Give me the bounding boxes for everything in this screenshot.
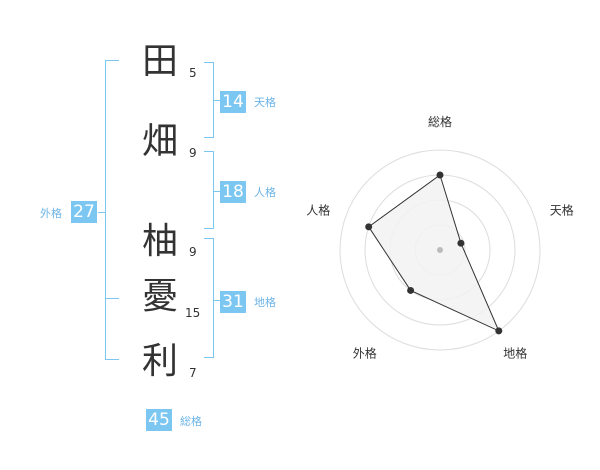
radar-point-3 — [495, 327, 503, 335]
radar-point-1 — [436, 171, 444, 179]
name-char-2: 畑 — [141, 121, 178, 162]
stroke-count-5: 7 — [189, 366, 197, 380]
tenkaku-label: 天格 — [254, 96, 276, 109]
tenkaku-bracket-tick — [214, 100, 220, 101]
gaikaku-bracket-outer-tick — [98, 212, 106, 213]
stroke-count-1: 5 — [189, 66, 197, 80]
jinkaku-bracket — [204, 151, 214, 229]
radar-point-4 — [407, 286, 415, 294]
tenkaku-value: 14 — [220, 91, 246, 113]
stroke-count-3: 9 — [189, 245, 197, 259]
chikaku-bracket-tick — [214, 300, 220, 301]
gaikaku-value: 27 — [71, 201, 97, 223]
radar-axis-label-3: 地格 — [503, 346, 527, 361]
stroke-count-2: 9 — [189, 146, 197, 160]
jinkaku-value: 18 — [220, 181, 246, 203]
tenkaku-bracket — [204, 62, 214, 138]
radar-point-5 — [365, 223, 373, 231]
name-char-1: 田 — [141, 41, 178, 82]
chikaku-label: 地格 — [254, 296, 276, 309]
radar-axis-label-2: 天格 — [550, 202, 574, 217]
radar-center-dot — [437, 247, 443, 253]
name-char-3: 柚 — [141, 221, 178, 262]
stroke-count-4: 15 — [185, 306, 201, 320]
radar-axis-label-1: 総格 — [428, 114, 452, 129]
name-char-5: 利 — [141, 341, 178, 382]
radar-point-2 — [457, 239, 465, 247]
gaikaku-bracket — [105, 60, 119, 360]
soukaku-value: 45 — [146, 409, 172, 431]
jinkaku-bracket-tick — [214, 191, 220, 192]
radar-axis-label-4: 外格 — [353, 346, 377, 361]
radar-axis-label-5: 人格 — [306, 202, 330, 217]
chikaku-value: 31 — [220, 291, 246, 313]
gaikaku-label: 外格 — [40, 207, 62, 220]
name-char-4: 憂 — [141, 276, 178, 317]
radar-data-polygon — [367, 174, 500, 332]
gaikaku-bracket-inner-tick — [105, 298, 119, 299]
jinkaku-label: 人格 — [254, 186, 276, 199]
chikaku-bracket — [204, 238, 214, 358]
soukaku-label: 総格 — [180, 415, 202, 428]
